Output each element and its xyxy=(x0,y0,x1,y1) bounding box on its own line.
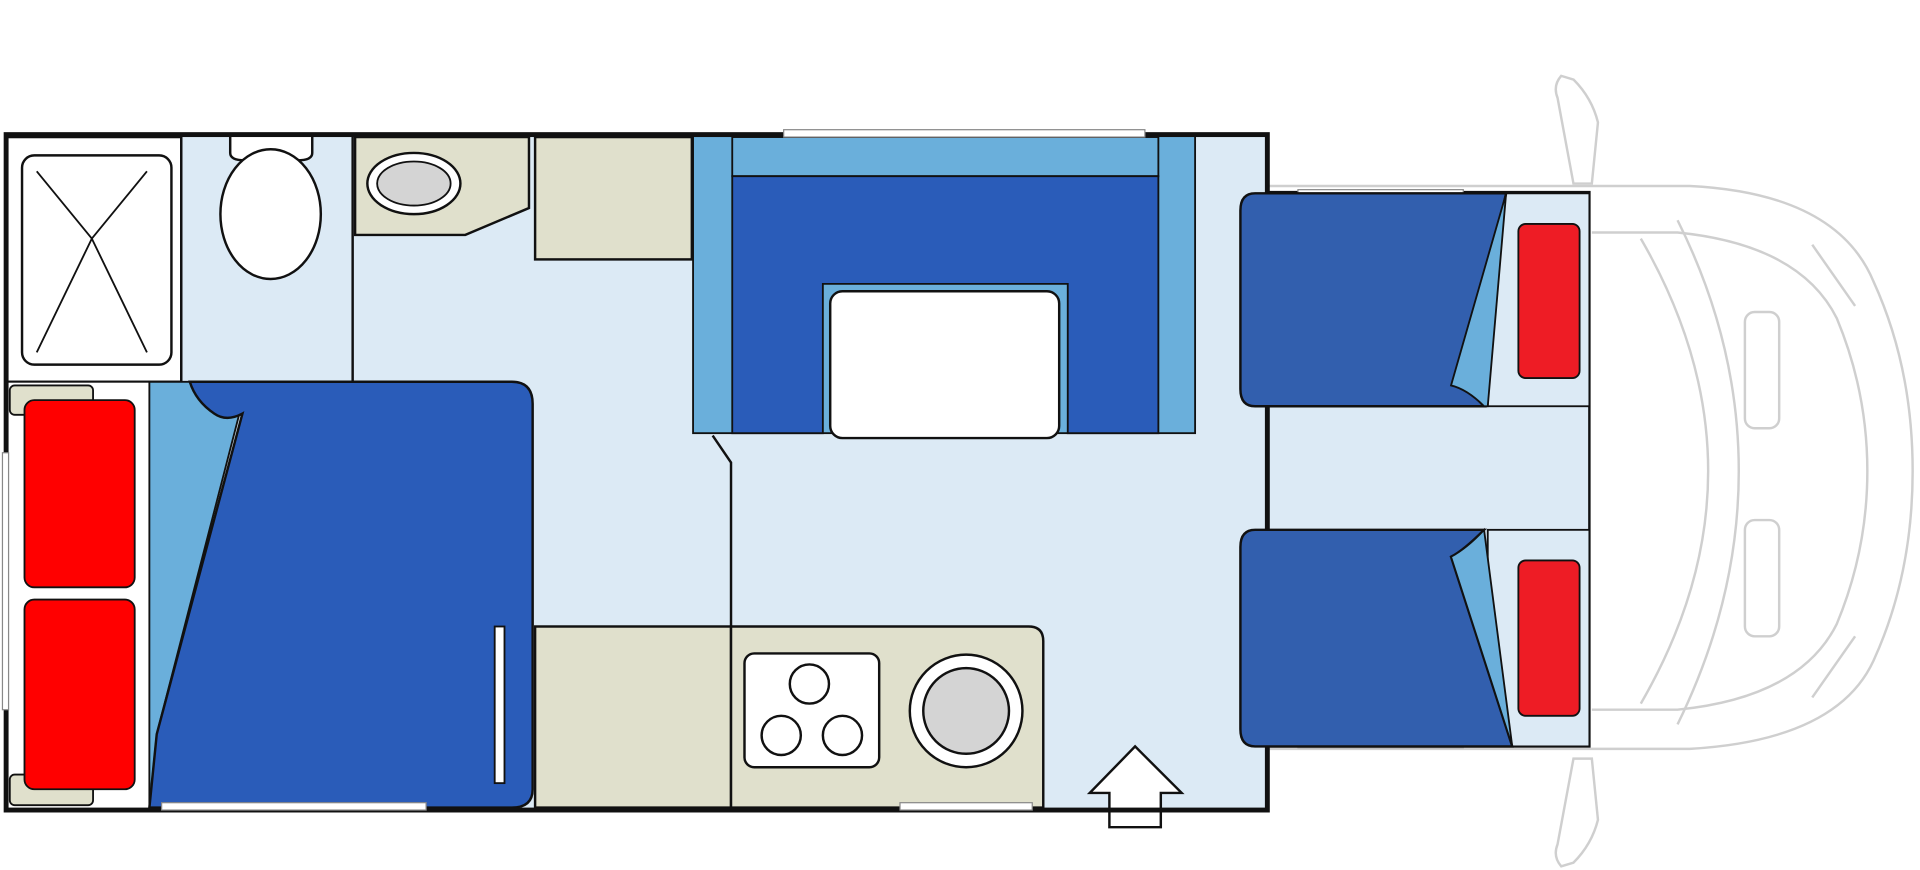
cab-seat-icon[interactable] xyxy=(1239,192,1591,408)
hob-icon xyxy=(743,652,881,769)
toilet-icon xyxy=(219,137,323,281)
wall xyxy=(711,434,733,627)
double-bed-icon xyxy=(5,380,534,811)
washbasin-icon xyxy=(353,135,531,237)
kitchen-sink-icon xyxy=(908,653,1024,769)
shower-tray-icon xyxy=(4,135,183,383)
wardrobe-cabinet xyxy=(533,135,694,261)
dinette-table-icon xyxy=(692,133,1197,440)
cab-seat-icon[interactable] xyxy=(1239,527,1591,748)
vehicle-cab-icon xyxy=(1267,74,1914,868)
kitchen-counter xyxy=(533,625,733,809)
entrance-arrow-icon[interactable] xyxy=(1086,744,1185,829)
